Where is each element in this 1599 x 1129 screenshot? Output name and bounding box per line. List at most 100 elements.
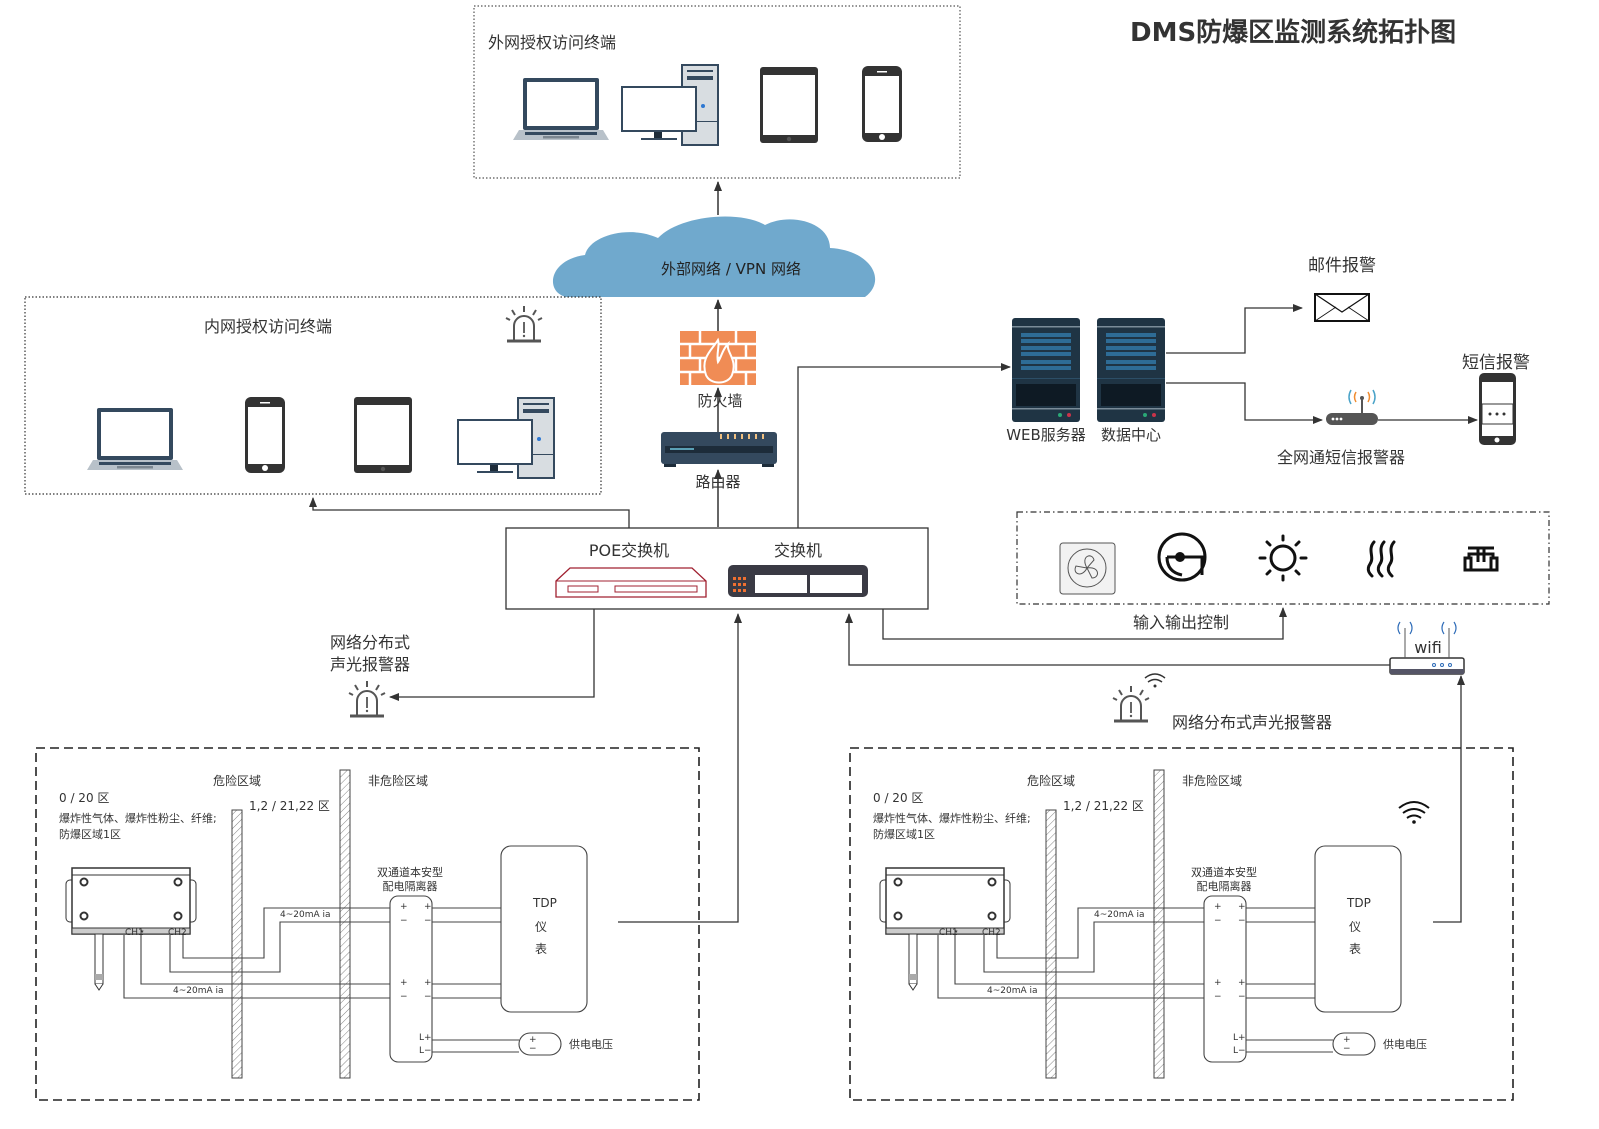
plus-label: +: [424, 902, 432, 912]
internal-terminals-box: [24, 296, 602, 495]
safe-zone-label: 非危险区域: [368, 774, 429, 788]
zone0-description-2: 防爆区域1区: [873, 828, 935, 841]
internal-phone-icon: [245, 397, 285, 473]
external-desktop-icon: [621, 64, 719, 146]
internal-terminals-label: 内网授权访问终端: [204, 317, 333, 336]
plus-label: +: [424, 978, 432, 988]
web-server-label: WEB服务器: [1006, 426, 1086, 444]
internal-laptop-icon: [87, 408, 183, 470]
sms-gateway-label: 全网通短信报警器: [1276, 448, 1406, 467]
power-minus-label: −: [1343, 1044, 1351, 1054]
danger-zone-label: 危险区域: [212, 774, 262, 788]
tdp-label-3: 表: [1349, 942, 1362, 956]
sms-phone-icon: [1479, 373, 1516, 445]
right-network-alarm-icon: [1111, 673, 1166, 723]
cloud-label: 外部网络 / VPN 网络: [661, 260, 801, 278]
zone0-description: 爆炸性气体、爆炸性粉尘、纤维;: [873, 812, 1031, 825]
danger-zone-label: 危险区域: [1026, 774, 1076, 788]
plus-label: +: [1238, 978, 1246, 988]
minus-label: −: [424, 992, 432, 1002]
l-minus-label: L−: [419, 1046, 432, 1056]
power-label: 供电电压: [1383, 1038, 1427, 1051]
zone0-description-2: 防爆区域1区: [59, 828, 121, 841]
left-alarm-label-1: 网络分布式: [329, 633, 411, 652]
cloud-shape: [552, 216, 876, 297]
router-icon: [661, 432, 777, 467]
external-terminals-box: [473, 5, 961, 179]
l-plus-label: L+: [1233, 1033, 1246, 1043]
minus-label: −: [400, 992, 408, 1002]
minus-label: −: [424, 916, 432, 926]
wifi-label: wifi: [1414, 638, 1442, 657]
isolator-label-2: 配电隔离器: [1196, 880, 1252, 893]
signal-label-bottom: 4~20mA ia: [173, 986, 224, 996]
isolator-label-1: 双通道本安型: [1191, 866, 1257, 879]
ch1-label: CH1: [939, 928, 958, 938]
minus-label: −: [400, 916, 408, 926]
signal-label-top: 4~20mA ia: [280, 910, 331, 920]
email-icon: [1314, 293, 1370, 322]
zone1-label: 1,2 / 21,22 区: [1063, 799, 1144, 813]
isolator-label-2: 配电隔离器: [382, 880, 438, 893]
minus-label: −: [1214, 916, 1222, 926]
io-control-label: 输入输出控制: [1132, 613, 1230, 632]
data-center-icon: [1097, 318, 1165, 422]
power-supply-box: [1332, 1032, 1376, 1056]
tdp-label-2: 仪: [535, 920, 548, 934]
ch2-label: CH2: [982, 928, 1001, 938]
tdp-label-3: 表: [535, 942, 548, 956]
wifi-router-icon: [1389, 621, 1465, 675]
email-alert-label: 邮件报警: [1308, 256, 1376, 276]
external-laptop-icon: [513, 78, 609, 140]
zone0-description: 爆炸性气体、爆炸性粉尘、纤维;: [59, 812, 217, 825]
plus-label: +: [400, 978, 408, 988]
router-label: 路由器: [695, 473, 741, 491]
power-plus-label: +: [1343, 1035, 1351, 1045]
plus-label: +: [1238, 902, 1246, 912]
zone0-label: 0 / 20 区: [873, 791, 924, 805]
external-tablet-icon: [760, 67, 818, 143]
wifi-signal-icon: [1398, 801, 1430, 824]
plus-label: +: [1214, 978, 1222, 988]
tdp-meter-box: [500, 845, 588, 1013]
switch-label: 交换机: [773, 541, 823, 560]
signal-label-top: 4~20mA ia: [1094, 910, 1145, 920]
minus-label: −: [1238, 992, 1246, 1002]
io-control-box: [1016, 511, 1550, 605]
poe-switch-icon: [555, 567, 707, 598]
zone-panel: [849, 747, 1514, 1101]
barrier-hatch: [231, 809, 243, 1079]
internal-tablet-icon: [354, 397, 412, 473]
signal-label-bottom: 4~20mA ia: [987, 986, 1038, 996]
data-center-label: 数据中心: [1100, 426, 1162, 444]
barrier-hatch: [1153, 769, 1165, 1079]
safe-zone-label: 非危险区域: [1182, 774, 1243, 788]
fan-icon: [1059, 542, 1116, 595]
l-plus-label: L+: [419, 1033, 432, 1043]
internal-alarm-icon: [504, 304, 544, 343]
firewall-label: 防火墙: [697, 392, 743, 410]
light-icon: [1258, 534, 1308, 582]
tdp-meter-box: [1314, 845, 1402, 1013]
web-server-icon: [1012, 318, 1080, 422]
power-minus-label: −: [529, 1044, 537, 1054]
plus-label: +: [1214, 902, 1222, 912]
firewall-icon: [680, 331, 756, 385]
minus-label: −: [1214, 992, 1222, 1002]
isolator-box: [389, 895, 433, 1063]
poe-switch-label: POE交换机: [588, 541, 670, 560]
page-title: DMS防爆区监测系统拓扑图: [1130, 18, 1457, 48]
switch-icon: [728, 565, 868, 597]
zone-panel: [35, 747, 700, 1101]
internal-desktop-icon: [457, 397, 555, 479]
power-label: 供电电压: [569, 1038, 613, 1051]
ch1-label: CH1: [125, 928, 144, 938]
l-minus-label: L−: [1233, 1046, 1246, 1056]
right-alarm-label: 网络分布式声光报警器: [1172, 713, 1333, 732]
power-plus-label: +: [529, 1035, 537, 1045]
plus-label: +: [400, 902, 408, 912]
power-supply-box: [518, 1032, 562, 1056]
sms-alert-label: 短信报警: [1462, 353, 1530, 373]
left-alarm-label-2: 声光报警器: [329, 655, 411, 674]
